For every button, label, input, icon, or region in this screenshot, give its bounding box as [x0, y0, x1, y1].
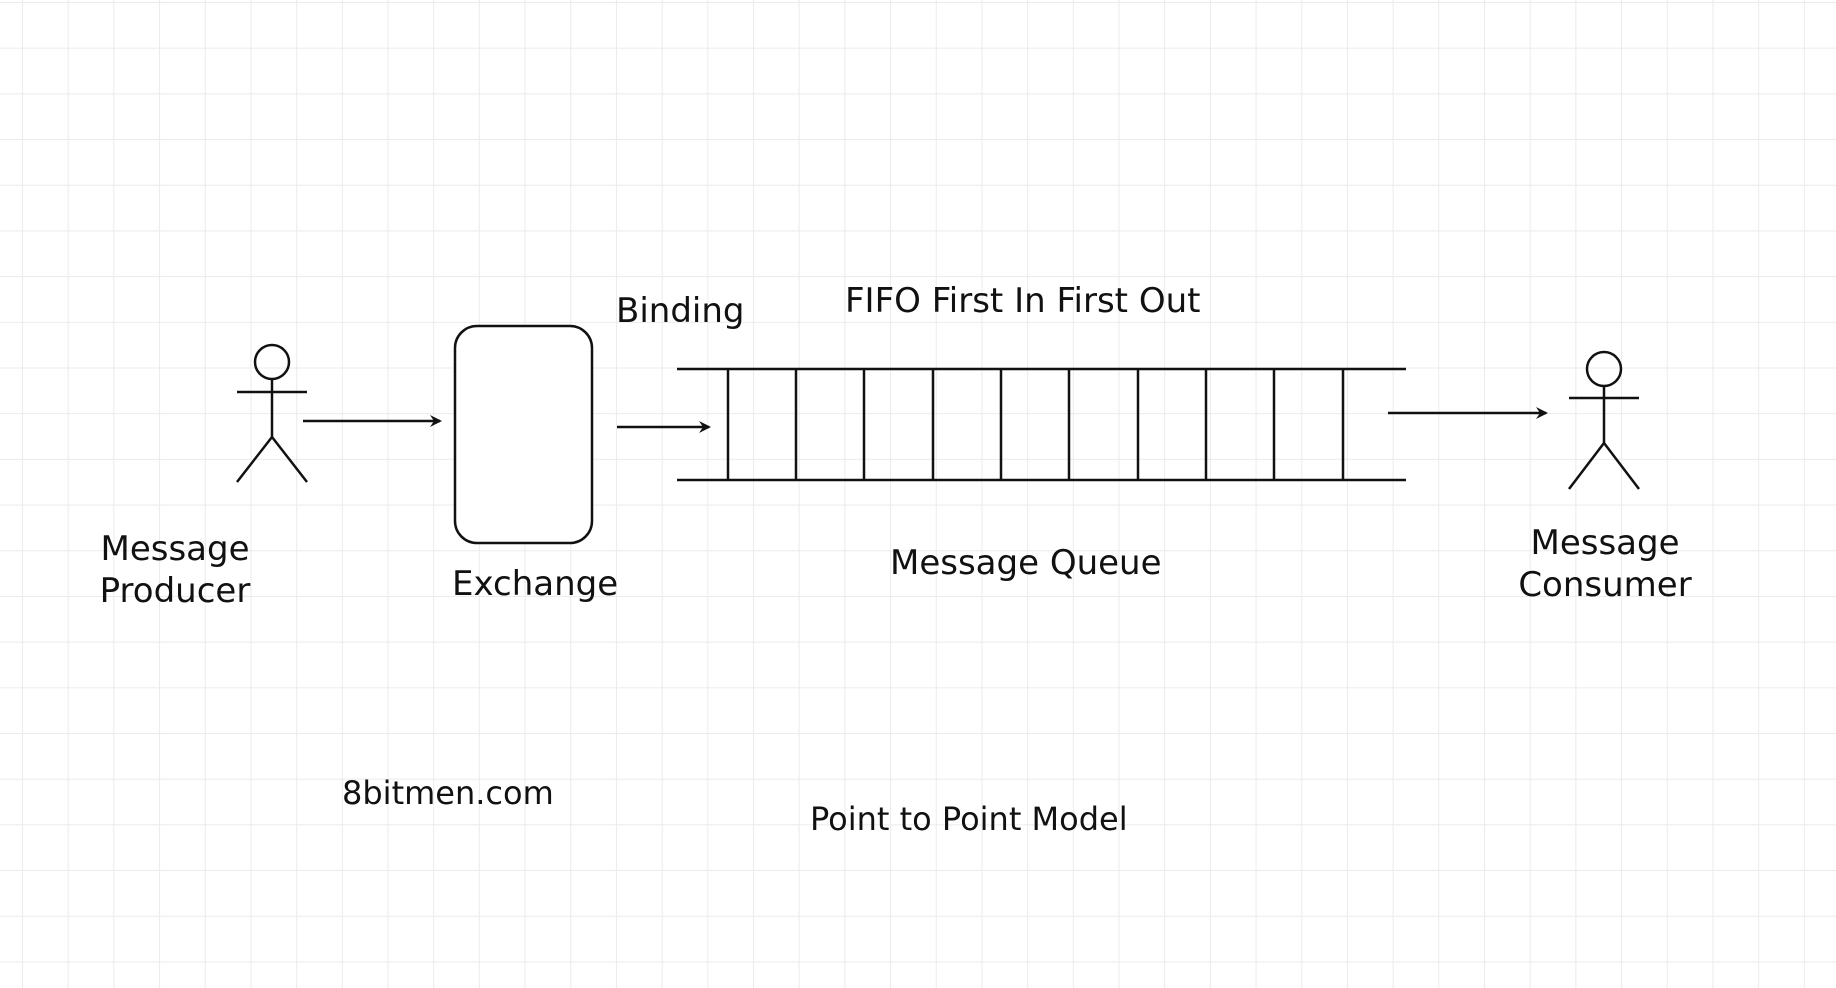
- consumer-label-line2: Consumer: [1518, 565, 1692, 605]
- fifo-label: FIFO First In First Out: [845, 281, 1201, 321]
- consumer-label-line1: Message: [1530, 523, 1680, 563]
- producer-label: Message Producer: [70, 528, 280, 612]
- binding-label: Binding: [616, 291, 745, 331]
- message-queue-shape: [677, 367, 1406, 482]
- model-title: Point to Point Model: [810, 800, 1128, 838]
- producer-actor-icon: [236, 343, 308, 483]
- watermark-text: 8bitmen.com: [342, 774, 554, 812]
- message-queue-label: Message Queue: [890, 543, 1162, 583]
- producer-label-line1: Message: [100, 529, 250, 569]
- producer-label-line2: Producer: [99, 571, 251, 611]
- exchange-label: Exchange: [452, 564, 619, 604]
- consumer-actor-icon: [1568, 350, 1640, 490]
- consumer-label: Message Consumer: [1500, 522, 1710, 606]
- exchange-box: [453, 324, 594, 545]
